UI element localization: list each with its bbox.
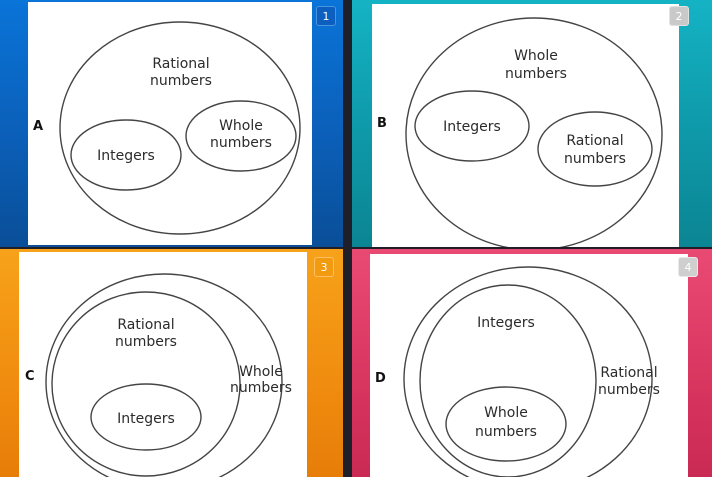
integers-label: Integers bbox=[477, 315, 535, 331]
outer-set-rational bbox=[59, 21, 301, 235]
outer-set-rational bbox=[403, 266, 653, 477]
answer-option-1[interactable]: A Rational numbers Integers Whole number… bbox=[0, 0, 343, 247]
outer-set-label-line-2: numbers bbox=[230, 380, 292, 396]
set-integers bbox=[419, 284, 597, 477]
option-letter: A bbox=[33, 119, 43, 134]
integers-label: Integers bbox=[443, 119, 501, 135]
outer-set-label-line-2: numbers bbox=[505, 66, 567, 82]
set-whole bbox=[445, 386, 567, 462]
rational-label: Rational bbox=[566, 133, 623, 149]
option-number-badge: 3 bbox=[314, 257, 334, 277]
option-letter: D bbox=[375, 371, 386, 386]
outer-set-label: Whole bbox=[514, 48, 558, 64]
outer-set-whole bbox=[405, 17, 663, 247]
answer-option-2[interactable]: B Whole numbers Integers Rational number… bbox=[352, 0, 712, 247]
rational-label: Rational bbox=[117, 317, 174, 333]
whole-label: Whole bbox=[219, 118, 263, 134]
tile-divider-horizontal bbox=[0, 247, 712, 249]
venn-diagram-b: B Whole numbers Integers Rational number… bbox=[377, 17, 663, 247]
answer-option-4[interactable]: D Integers Rational numbers Whole number… bbox=[352, 249, 712, 477]
option-number-badge: 2 bbox=[669, 6, 689, 26]
outer-set-label-line-2: numbers bbox=[150, 73, 212, 89]
venn-diagram-d: D Integers Rational numbers Whole number… bbox=[375, 266, 660, 477]
option-number-badge: 4 bbox=[678, 257, 698, 277]
venn-diagram-image-d: D Integers Rational numbers Whole number… bbox=[370, 254, 688, 477]
venn-diagram-a: A Rational numbers Integers Whole number… bbox=[33, 21, 301, 235]
set-integers bbox=[90, 383, 202, 451]
outer-set-whole bbox=[45, 273, 283, 477]
outer-set-label: Rational bbox=[152, 56, 209, 72]
option-letter: B bbox=[377, 116, 387, 131]
outer-set-label: Rational bbox=[600, 365, 657, 381]
set-whole bbox=[185, 100, 297, 172]
integers-label: Integers bbox=[97, 148, 155, 164]
outer-set-label-line-2: numbers bbox=[598, 382, 660, 398]
set-integers bbox=[70, 119, 182, 191]
rational-label-line-2: numbers bbox=[564, 151, 626, 167]
set-integers bbox=[414, 90, 530, 162]
rational-label-line-2: numbers bbox=[115, 334, 177, 350]
option-letter: C bbox=[25, 369, 35, 384]
whole-label-line-2: numbers bbox=[210, 135, 272, 151]
set-rational bbox=[51, 291, 241, 477]
integers-label: Integers bbox=[117, 411, 175, 427]
venn-diagram-image-a: A Rational numbers Integers Whole number… bbox=[28, 2, 312, 245]
answer-option-3[interactable]: C Rational numbers Whole numbers Integer… bbox=[0, 249, 343, 477]
venn-diagram-image-b: B Whole numbers Integers Rational number… bbox=[372, 4, 679, 247]
whole-label: Whole bbox=[484, 405, 528, 421]
set-rational bbox=[537, 111, 653, 187]
venn-diagram-image-c: C Rational numbers Whole numbers Integer… bbox=[19, 252, 307, 477]
option-number-badge: 1 bbox=[316, 6, 336, 26]
outer-set-label: Whole bbox=[239, 364, 283, 380]
venn-diagram-c: C Rational numbers Whole numbers Integer… bbox=[25, 273, 292, 477]
tile-divider-vertical bbox=[343, 0, 352, 477]
whole-label-line-2: numbers bbox=[475, 424, 537, 440]
